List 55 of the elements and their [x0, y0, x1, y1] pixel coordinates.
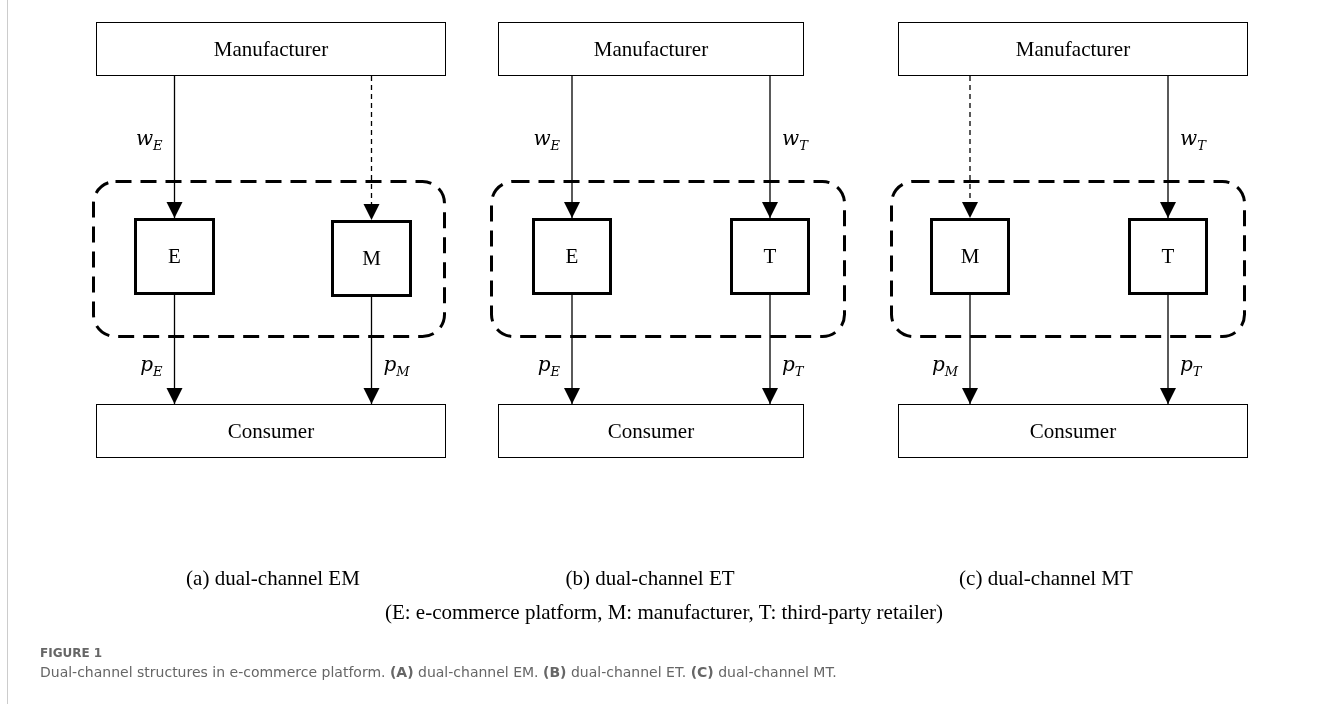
figure-number: FIGURE 1: [40, 646, 103, 660]
arrow: [363, 75, 380, 221]
channel-box: [730, 218, 810, 295]
node-label: Consumer: [1029, 418, 1117, 444]
arrow: [762, 75, 778, 219]
arrow: [564, 294, 580, 405]
edge-label: p$_{T}$: [782, 354, 804, 378]
entity-box: [498, 404, 804, 458]
arrow: [1160, 75, 1176, 219]
entity-box: [898, 404, 1248, 458]
arrow: [962, 294, 978, 405]
edge-label: p$_{T}$: [1180, 354, 1202, 378]
arrow: [1160, 294, 1176, 405]
panel-label: (c) dual-channel MT: [959, 566, 1133, 591]
edge-label: p$_{E}$: [140, 354, 163, 378]
channel-box: [1128, 218, 1208, 295]
arrow: [564, 75, 580, 219]
node-label: Consumer: [607, 418, 695, 444]
node-label: M: [362, 246, 381, 271]
note: (E: e-commerce platform, M: manufacturer, T: third-party retailer): [384, 600, 944, 625]
node-label: Manufacturer: [1015, 36, 1131, 62]
node-label: Manufacturer: [593, 36, 709, 62]
dashed-group-frame: [490, 180, 846, 338]
edge-label: p$_{M}$: [931, 354, 958, 378]
edge-label: p$_{M}$: [383, 354, 410, 378]
channel-box: [930, 218, 1010, 295]
arrow: [962, 75, 978, 219]
edge-label: w$_{E}$: [533, 128, 560, 152]
channel-box: [331, 220, 412, 297]
panel-label: (b) dual-channel ET: [565, 566, 735, 591]
dashed-group-frame: [890, 180, 1246, 338]
entity-box: [498, 22, 804, 76]
dashed-group-frame: [92, 180, 446, 338]
arrow: [762, 294, 778, 405]
node-label: E: [168, 244, 181, 269]
entity-box: [898, 22, 1248, 76]
node-label: Consumer: [227, 418, 315, 444]
entity-box: [96, 22, 446, 76]
node-label: E: [565, 244, 579, 269]
node-label: Manufacturer: [213, 36, 329, 62]
arrow: [363, 296, 380, 405]
channel-box: [134, 218, 215, 295]
node-label: T: [1161, 244, 1175, 269]
node-label: M: [960, 244, 980, 269]
channel-box: [532, 218, 612, 295]
arrow: [166, 294, 183, 405]
edge-label: w$_{E}$: [135, 128, 163, 152]
panel-label: (a) dual-channel EM: [186, 566, 360, 591]
edge-label: w$_{T}$: [782, 128, 808, 152]
figure-caption: Dual-channel structures in e-commerce platform. (A) dual-channel EM. (B) dual-channel ET. (C) dual-channel MT.: [40, 664, 837, 680]
arrow: [166, 75, 183, 219]
edge-label: w$_{T}$: [1180, 128, 1206, 152]
node-label: T: [763, 244, 777, 269]
entity-box: [96, 404, 446, 458]
edge-label: p$_{E}$: [537, 354, 560, 378]
